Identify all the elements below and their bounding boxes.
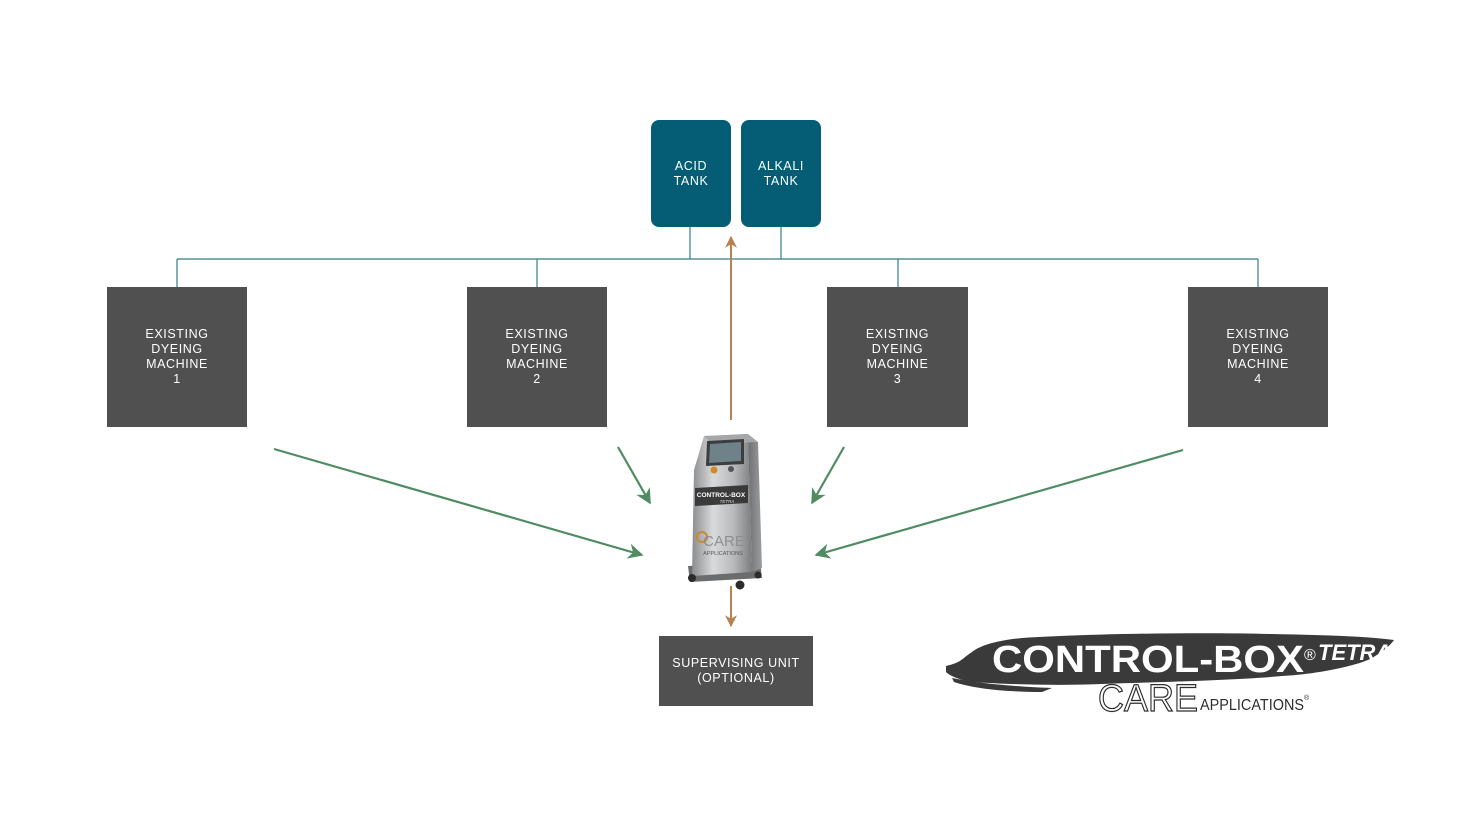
logo-brush-stroke xyxy=(946,633,1394,685)
arrow-machine-2-to-control xyxy=(617,446,651,505)
dyeing-machine-2-label: EXISTING DYEING MACHINE 2 xyxy=(505,327,569,386)
control-box-wheel xyxy=(735,580,745,590)
control-box-brand-subtext: APPLICATIONS xyxy=(703,551,743,557)
dyeing-machine-1: EXISTING DYEING MACHINE 1 xyxy=(107,287,247,427)
control-box-wheel xyxy=(754,571,762,579)
connector-lines xyxy=(176,226,1259,287)
logo-brand-text: CARE xyxy=(1098,678,1198,720)
supervising-unit-label: SUPERVISING UNIT (OPTIONAL) xyxy=(672,656,800,685)
logo-brand-registered: ® xyxy=(1304,694,1310,702)
control-box-panel-text: CONTROL-BOX xyxy=(697,492,746,499)
arrow-machine-1-to-control xyxy=(273,447,644,559)
control-box-wheel xyxy=(688,574,696,582)
dyeing-machine-1-label: EXISTING DYEING MACHINE 1 xyxy=(145,327,209,386)
control-box-brand-text: CARE xyxy=(703,533,745,550)
dyeing-machine-4: EXISTING DYEING MACHINE 4 xyxy=(1188,287,1328,427)
alkali-tank-label: ALKALI TANK xyxy=(758,158,804,188)
control-box-brand-mark xyxy=(696,531,708,543)
dyeing-machine-2: EXISTING DYEING MACHINE 2 xyxy=(467,287,607,427)
green-arrows xyxy=(273,446,1184,559)
arrow-machine-4-to-control xyxy=(814,448,1184,559)
control-box-unit: CONTROL-BOX TETRA CARE APPLICATIONS xyxy=(688,434,762,590)
logo-by-text: BY xyxy=(1108,683,1119,692)
control-box-tetra-logo: CONTROL-BOX ® TETRA BY CARE APPLICATIONS… xyxy=(946,633,1394,721)
logo-brand-suffix-text: APPLICATIONS xyxy=(1200,697,1304,714)
dyeing-machine-4-label: EXISTING DYEING MACHINE 4 xyxy=(1226,327,1290,386)
dyeing-machine-3: EXISTING DYEING MACHINE 3 xyxy=(827,287,968,427)
control-box-button-orange xyxy=(710,466,718,474)
control-box-button-gray xyxy=(728,466,734,472)
logo-variant-text: TETRA xyxy=(1318,640,1391,665)
control-box-panel-subtext: TETRA xyxy=(720,499,735,504)
acid-tank-label: ACID TANK xyxy=(673,158,709,188)
logo-main-text: CONTROL-BOX xyxy=(992,639,1305,681)
supervising-unit: SUPERVISING UNIT (OPTIONAL) xyxy=(659,636,813,706)
acid-tank: ACID TANK xyxy=(651,120,731,227)
arrow-machine-3-to-control xyxy=(811,446,845,505)
logo-registered: ® xyxy=(1304,647,1316,664)
dyeing-machine-3-label: EXISTING DYEING MACHINE 3 xyxy=(865,327,930,386)
alkali-tank: ALKALI TANK xyxy=(741,120,821,227)
